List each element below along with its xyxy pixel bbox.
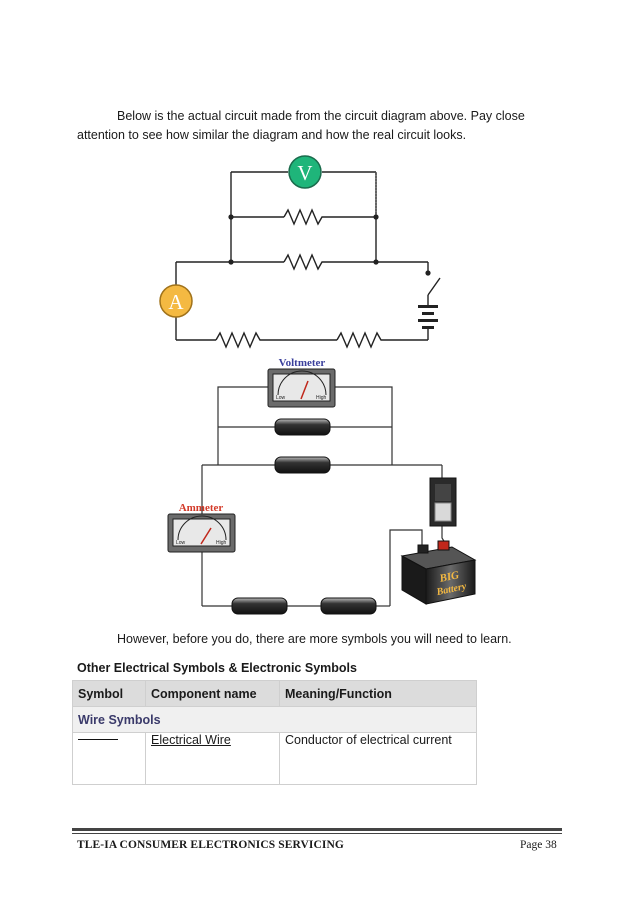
ammeter-high-label: High [216,540,227,546]
resistor-component [274,456,331,474]
header-symbol: Symbol [72,680,146,707]
symbols-table: Symbol Component name Meaning/Function W… [72,680,477,785]
component-name-cell: Electrical Wire [145,732,280,785]
resistor-component [320,597,377,615]
footer-page-number: Page 38 [520,839,557,851]
wire-symbol-cell [72,732,146,785]
battery-label-line1: BIG [438,569,461,585]
ammeter-device: Low High [167,513,236,553]
voltmeter-letter: V [297,161,312,185]
resistor-component [274,418,331,436]
header-component-name: Component name [145,680,280,707]
voltmeter-high-label: High [316,395,327,401]
voltmeter-title: Voltmeter [279,357,326,369]
however-paragraph: However, before you do, there are more s… [117,632,512,646]
footer-course-title: TLE-IA CONSUMER ELECTRONICS SERVICING [77,839,344,851]
ammeter-title: Ammeter [179,502,224,514]
voltmeter-low-label: Low [276,395,286,401]
table-header-row: Symbol Component name Meaning/Function [72,680,477,707]
ammeter-letter: A [168,290,184,314]
table-group-row: Wire Symbols [72,706,477,733]
voltmeter-device: Low High [267,368,336,408]
footer-rule-thin [72,833,562,834]
intro-paragraph: Below is the actual circuit made from th… [77,107,567,145]
voltmeter-symbol [288,155,322,189]
header-meaning: Meaning/Function [279,680,477,707]
footer-rule-thick [72,828,562,831]
ammeter-symbol [159,284,193,318]
table-row: Electrical Wire Conductor of electrical … [72,732,477,785]
group-label-wire-symbols: Wire Symbols [72,706,477,733]
wire-symbol [78,739,118,740]
switch-device [429,477,457,527]
intro-text: Below is the actual circuit made from th… [77,109,525,142]
ammeter-low-label: Low [176,540,186,546]
battery-device: BIG Battery [400,540,477,605]
resistor-component [231,597,288,615]
section-title: Other Electrical Symbols & Electronic Sy… [77,661,357,675]
component-name: Electrical Wire [151,733,231,747]
meaning-cell: Conductor of electrical current [279,732,477,785]
